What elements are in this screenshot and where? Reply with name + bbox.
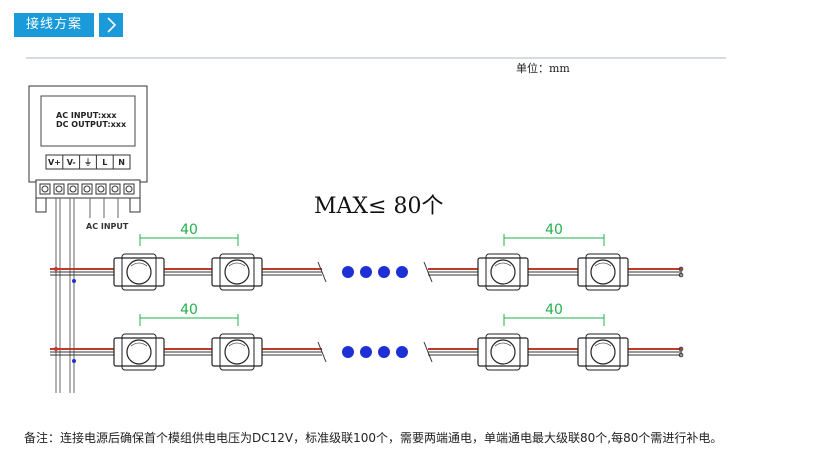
led-chain-row: 40 40 xyxy=(50,302,684,371)
ellipsis-dot xyxy=(378,346,390,358)
section-title-tab[interactable]: 接线方案 xyxy=(14,13,95,37)
led-chain-row: 40 40 xyxy=(50,222,684,291)
spacing-label: 40 xyxy=(545,222,563,238)
ellipsis-dot xyxy=(396,346,408,358)
footnote: 备注：连接电源后确保首个模组供电电压为DC12V，标准级联100个，需要两端通电… xyxy=(24,431,723,445)
psu-output-label: DC OUTPUT:xxx xyxy=(56,120,127,129)
led-module xyxy=(477,333,529,371)
ellipsis-dot xyxy=(378,266,390,278)
ellipsis-dot xyxy=(360,266,372,278)
terminal-labels: V+ V- ⏚ L N xyxy=(48,155,125,169)
spacing-label: 40 xyxy=(180,302,198,318)
terminal-label: N xyxy=(118,158,125,167)
power-supply: AC INPUT:xxx DC OUTPUT:xxx V+ V- ⏚ L N xyxy=(28,85,148,213)
terminal-label: ⏚ xyxy=(84,158,92,167)
terminal-label: V- xyxy=(67,158,76,167)
psu-input-label: AC INPUT:xxx xyxy=(56,111,117,120)
led-module xyxy=(211,333,263,371)
ellipsis-dot xyxy=(396,266,408,278)
chevron-right-icon[interactable] xyxy=(99,13,124,37)
led-module xyxy=(477,253,529,291)
terminal-label: V+ xyxy=(48,158,61,167)
led-module xyxy=(577,253,629,291)
ellipsis-dot xyxy=(342,266,354,278)
led-module xyxy=(577,333,629,371)
terminal-label: L xyxy=(102,158,107,167)
wiring-diagram: 单位：mm AC INPUT:xxx DC OUTPUT:xxx V+ V- ⏚ L N… xyxy=(26,57,726,393)
spacing-dimension: 40 xyxy=(503,222,605,246)
spacing-dimension: 40 xyxy=(139,302,239,326)
spacing-dimension: 40 xyxy=(503,302,605,326)
spacing-dimension: 40 xyxy=(139,222,239,246)
header-bar: 接线方案 xyxy=(14,13,124,37)
spacing-label: 40 xyxy=(545,302,563,318)
unit-label: 单位：mm xyxy=(516,61,570,75)
ac-input-label: AC INPUT xyxy=(86,222,129,231)
max-label: MAX≤ 80个 xyxy=(314,194,444,219)
led-module xyxy=(113,333,165,371)
led-module xyxy=(211,253,263,291)
spacing-label: 40 xyxy=(180,222,198,238)
ellipsis-dot xyxy=(342,346,354,358)
led-module xyxy=(113,253,165,291)
ellipsis-dot xyxy=(360,346,372,358)
